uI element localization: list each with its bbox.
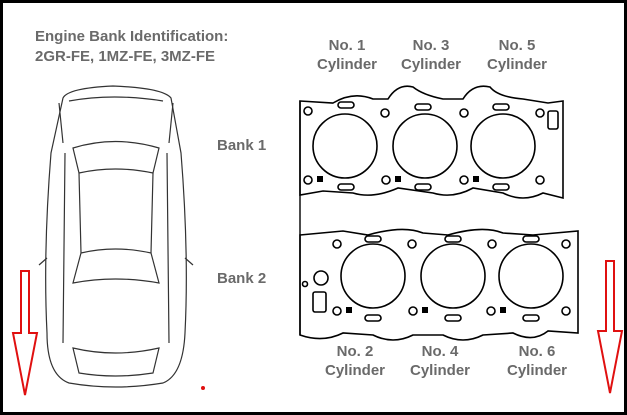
cylinder-4-label: No. 4 Cylinder (400, 342, 480, 380)
cylinder-word: Cylinder (316, 56, 377, 73)
cylinder-number: No. 6 (518, 343, 556, 360)
cylinder-5-label: No. 5 Cylinder (477, 36, 557, 74)
bank1-label: Bank 1 (217, 137, 267, 154)
cylinder-number: No. 3 (412, 37, 450, 54)
cylinder-word: Cylinder (506, 362, 567, 379)
cylinder-word: Cylinder (486, 56, 547, 73)
bank2-markers (346, 307, 506, 313)
bank2-gasket (299, 228, 579, 341)
cylinder-number: No. 2 (336, 343, 374, 360)
red-dot (201, 386, 205, 390)
left-red-down-arrow-icon (11, 270, 39, 396)
bank1-gasket (299, 85, 564, 200)
cylinder-word: Cylinder (324, 362, 385, 379)
title-line2: 2GR-FE, 1MZ-FE, 3MZ-FE (35, 48, 215, 65)
diagram-drawing (11, 85, 624, 396)
cylinder-2-label: No. 2 Cylinder (315, 342, 395, 380)
right-red-down-arrow-icon (596, 260, 624, 394)
cylinder-word: Cylinder (400, 56, 461, 73)
cylinder-6-label: No. 6 Cylinder (497, 342, 577, 380)
cylinder-number: No. 1 (328, 37, 366, 54)
cylinder-1-label: No. 1 Cylinder (307, 36, 387, 74)
bank1-markers (317, 176, 479, 182)
cylinder-word: Cylinder (409, 362, 470, 379)
cylinder-3-label: No. 3 Cylinder (391, 36, 471, 74)
car-top-view (38, 85, 194, 388)
bank2-label: Bank 2 (217, 270, 267, 287)
title-line1: Engine Bank Identification: (35, 28, 229, 45)
cylinder-number: No. 4 (421, 343, 459, 360)
cylinder-number: No. 5 (498, 37, 536, 54)
